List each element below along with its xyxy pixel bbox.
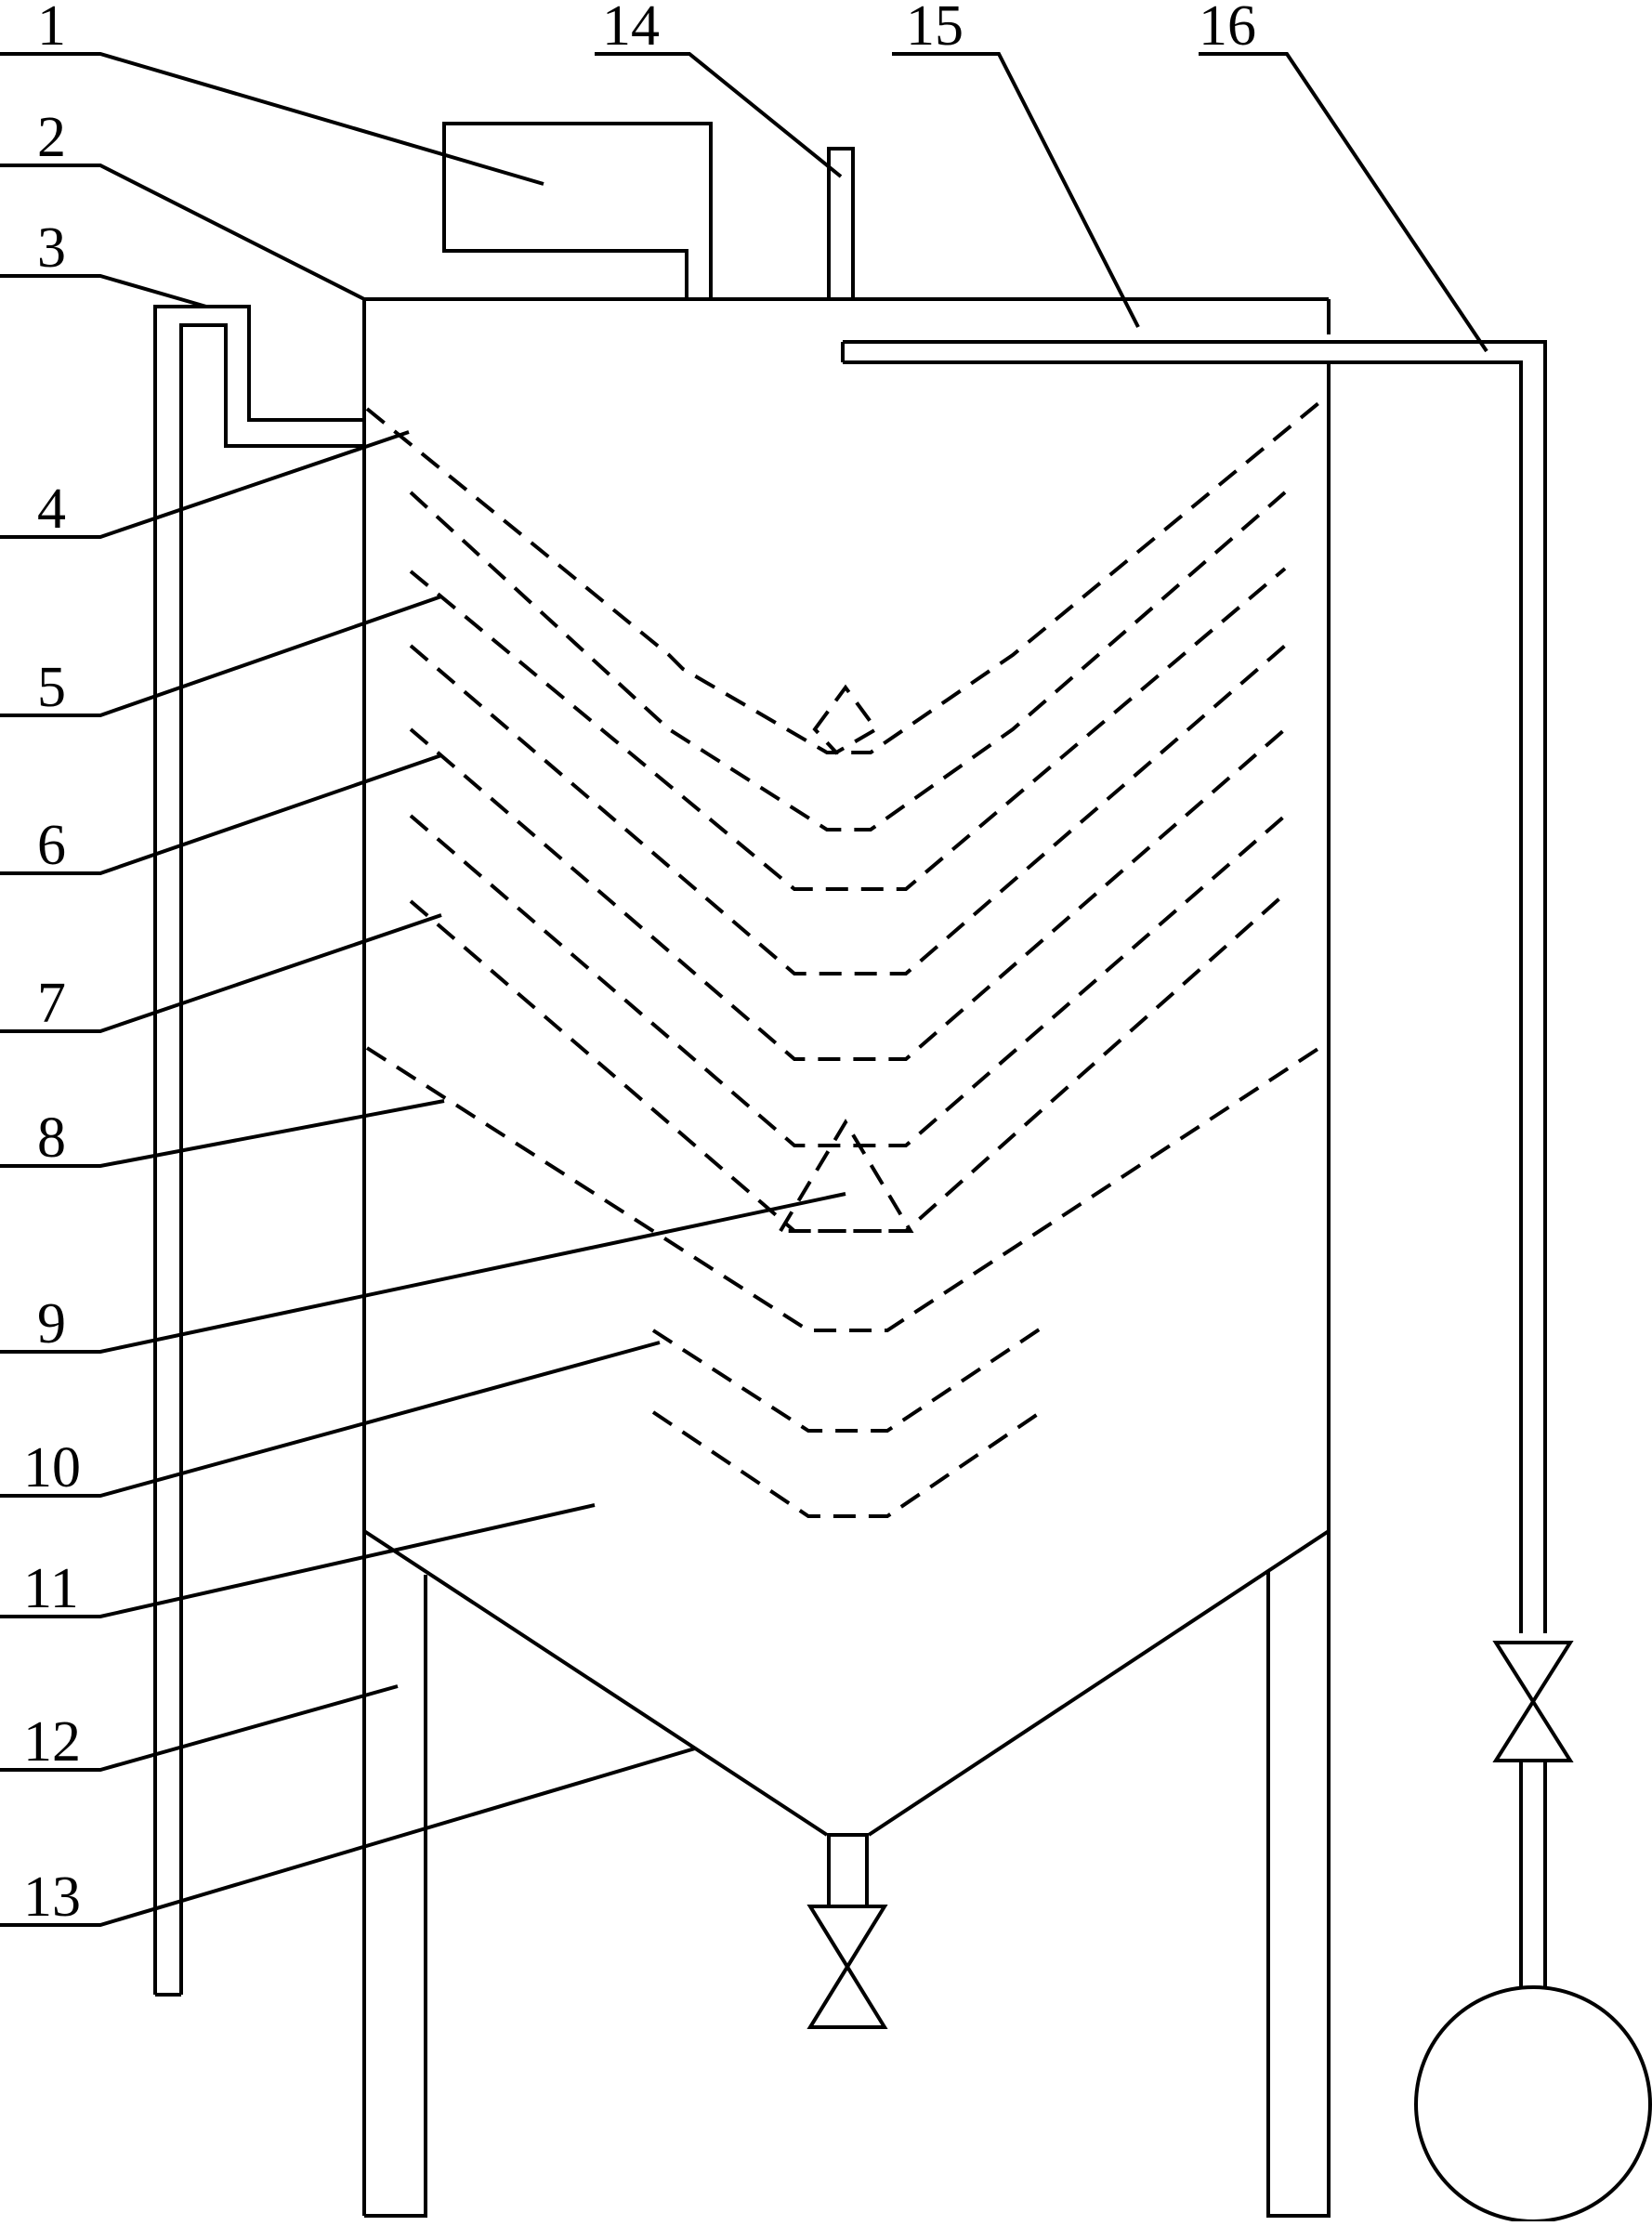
cone-top — [812, 684, 879, 755]
label-8: 8 — [37, 1106, 66, 1170]
plate-8 — [409, 892, 1287, 1233]
label-11: 11 — [23, 1557, 79, 1620]
leader-5 — [0, 595, 442, 717]
leader-12 — [0, 1684, 399, 1772]
pipe-valve-icon — [1492, 1641, 1574, 1762]
label-15: 15 — [906, 0, 964, 58]
leader-1 — [0, 52, 544, 186]
plate-8b — [365, 1046, 1321, 1332]
label-14: 14 — [602, 0, 660, 58]
pump-circle — [1414, 1985, 1652, 2223]
leader-15 — [892, 52, 1140, 328]
label-10: 10 — [23, 1436, 81, 1499]
label-16: 16 — [1199, 0, 1256, 58]
leader-lines — [0, 52, 1488, 1927]
leader-8 — [0, 1099, 445, 1168]
label-9: 9 — [37, 1292, 66, 1355]
leader-6 — [0, 753, 442, 875]
distribution-plates — [365, 393, 1331, 1518]
leader-3 — [0, 274, 207, 308]
part-labels: 1 2 3 4 5 6 7 8 9 10 11 12 13 14 15 16 — [23, 0, 1256, 1929]
plate-10b — [651, 1410, 1042, 1518]
leader-13 — [0, 1747, 696, 1927]
plate-7a — [409, 727, 1287, 1061]
conical-bottom — [362, 1529, 1331, 1837]
label-12: 12 — [23, 1710, 81, 1774]
plate-10a — [651, 1327, 1042, 1433]
motor-box — [442, 122, 713, 301]
label-2: 2 — [37, 106, 66, 169]
cone-9 — [777, 1119, 914, 1233]
plate-5a — [409, 491, 1287, 831]
leader-9 — [0, 1192, 846, 1354]
plate-5b — [409, 567, 1287, 891]
leader-7 — [0, 913, 442, 1033]
plate-4 — [365, 393, 1331, 754]
return-pipe — [841, 340, 1547, 1633]
label-1: 1 — [37, 0, 66, 58]
leader-16 — [1199, 52, 1488, 353]
leader-2 — [0, 164, 365, 301]
legs — [364, 1531, 1331, 2218]
plate-7b — [409, 814, 1287, 1147]
label-4: 4 — [37, 478, 66, 541]
bottom-outlet — [827, 1833, 869, 1908]
pump-pipe — [1519, 1761, 1547, 1988]
leader-10 — [0, 1341, 661, 1498]
vent-pipe — [827, 147, 855, 299]
label-6: 6 — [37, 814, 66, 877]
plate-6 — [409, 644, 1287, 976]
leader-14 — [595, 52, 843, 178]
bottom-valve-icon — [806, 1905, 888, 2029]
inlet-pipe — [153, 305, 364, 1997]
label-5: 5 — [37, 656, 66, 719]
label-13: 13 — [23, 1866, 81, 1929]
leader-11 — [0, 1503, 596, 1618]
label-3: 3 — [37, 216, 66, 280]
leader-4 — [0, 430, 410, 539]
label-7: 7 — [37, 972, 66, 1035]
